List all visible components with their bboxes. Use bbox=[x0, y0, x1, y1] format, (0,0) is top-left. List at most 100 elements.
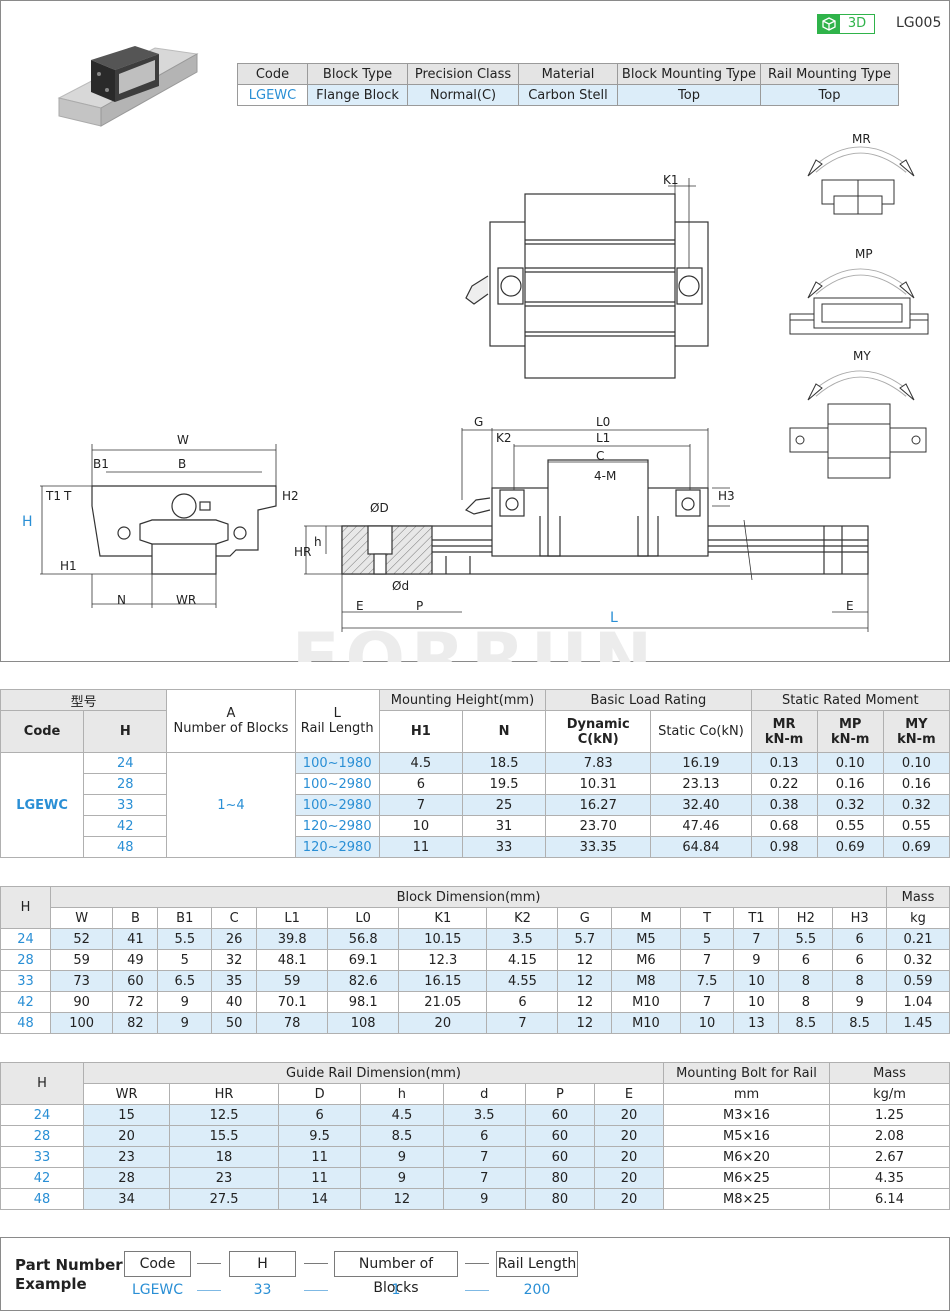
t3-mass-header: Mass bbox=[829, 1062, 950, 1084]
t2-col-header: M bbox=[611, 907, 681, 929]
t3-cell: 8.5 bbox=[360, 1125, 444, 1147]
t2-cell: 10 bbox=[733, 970, 780, 992]
pn-length-value: 200 bbox=[523, 1282, 551, 1298]
t2-cell: 0.59 bbox=[886, 970, 950, 992]
label-t1: T1 bbox=[45, 489, 61, 503]
t3-cell: 4.5 bbox=[360, 1104, 444, 1126]
label-od-big: ØD bbox=[370, 501, 389, 515]
part-number-example: Part Number Example Code H Number of Blo… bbox=[0, 1237, 950, 1311]
t3-cell: 34 bbox=[82, 1188, 171, 1210]
t1-blocks-value: 1~4 bbox=[166, 752, 296, 858]
t1-dynamic-header: Dynamic C(kN) bbox=[545, 710, 652, 753]
t3-cell: 3.5 bbox=[442, 1104, 526, 1126]
pn-value-dash bbox=[304, 1290, 328, 1291]
t2-cell: 49 bbox=[112, 949, 159, 971]
t2-cell: 1.45 bbox=[886, 1012, 950, 1034]
t3-cell: M6×20 bbox=[663, 1146, 830, 1168]
t3-h-cell: 48 bbox=[0, 1188, 84, 1210]
t3-cell: 15.5 bbox=[169, 1125, 279, 1147]
t3-cell: 80 bbox=[524, 1188, 595, 1210]
pn-blocks-box: Number of Blocks bbox=[334, 1251, 458, 1296]
t2-cell: 59 bbox=[256, 970, 329, 992]
t3-h-cell: 24 bbox=[0, 1104, 84, 1126]
t1-cell: 28 bbox=[83, 773, 168, 795]
t1-n-header: N bbox=[461, 710, 547, 753]
t2-group-header: Block Dimension(mm) bbox=[50, 886, 887, 908]
t2-cell: 90 bbox=[49, 991, 114, 1013]
t3-col-header: mm bbox=[663, 1083, 830, 1105]
t1-a-desc: Number of Blocks bbox=[173, 721, 289, 736]
t1-cell: 24 bbox=[83, 752, 168, 774]
t2-cell: 41 bbox=[112, 928, 159, 950]
t3-cell: M5×16 bbox=[663, 1125, 830, 1147]
header-block-mounting: Block Mounting Type bbox=[617, 63, 761, 85]
t1-code-value: LGEWC bbox=[0, 752, 85, 858]
t1-cell: 0.16 bbox=[882, 773, 950, 795]
t2-cell: 12.3 bbox=[398, 949, 488, 971]
t1-cell: 0.38 bbox=[750, 794, 818, 816]
t1-cell: 16.27 bbox=[545, 794, 652, 816]
t1-cell: 23.70 bbox=[545, 815, 652, 837]
t2-cell: 72 bbox=[112, 991, 159, 1013]
t3-cell: 6 bbox=[277, 1104, 362, 1126]
pn-h-value: 33 bbox=[253, 1282, 272, 1298]
t2-col-header: kg bbox=[886, 907, 950, 929]
t3-group-header: Guide Rail Dimension(mm) bbox=[83, 1062, 664, 1084]
t1-cell: 0.69 bbox=[882, 836, 950, 858]
t2-cell: 10 bbox=[679, 1012, 735, 1034]
value-material: Carbon Stell bbox=[518, 84, 618, 106]
table-row: 42 120~2980 10 31 23.70 47.46 0.68 0.55 … bbox=[1, 815, 950, 837]
t2-cell: 5.7 bbox=[557, 928, 613, 950]
t2-h-cell: 28 bbox=[0, 949, 51, 971]
t2-cell: 7 bbox=[679, 991, 735, 1013]
t2-cell: M5 bbox=[611, 928, 681, 950]
t1-cell: 0.10 bbox=[816, 752, 884, 774]
part-number-title: Part Number Example bbox=[15, 1256, 123, 1294]
table-row: 48 120~2980 11 33 33.35 64.84 0.98 0.69 … bbox=[1, 836, 950, 858]
t2-cell: 69.1 bbox=[327, 949, 400, 971]
t1-cell: 120~2980 bbox=[294, 836, 380, 858]
t1-cell: 33 bbox=[461, 836, 547, 858]
t2-cell: 78 bbox=[256, 1012, 329, 1034]
t3-cell: 20 bbox=[593, 1125, 665, 1147]
t3-cell: 23 bbox=[169, 1167, 279, 1189]
t1-cell: 33 bbox=[83, 794, 168, 816]
t2-cell: 98.1 bbox=[327, 991, 400, 1013]
t3-col-header: D bbox=[277, 1083, 362, 1105]
3d-view-button[interactable]: 3D bbox=[817, 14, 875, 34]
pn-h-box: H bbox=[229, 1251, 296, 1277]
t2-cell: 9 bbox=[157, 1012, 213, 1034]
t3-cell: 20 bbox=[593, 1104, 665, 1126]
label-hr: HR bbox=[294, 545, 311, 559]
label-l0: L0 bbox=[596, 415, 610, 429]
top-view bbox=[465, 178, 709, 379]
t3-cell: 18 bbox=[169, 1146, 279, 1168]
label-l1: L1 bbox=[596, 431, 610, 445]
t2-cell: M8 bbox=[611, 970, 681, 992]
t1-cell: 11 bbox=[378, 836, 463, 858]
t3-cell: 6.14 bbox=[829, 1188, 950, 1210]
t3-cell: 28 bbox=[82, 1167, 171, 1189]
t2-cell: 6.5 bbox=[157, 970, 213, 992]
t2-cell: 10 bbox=[733, 991, 780, 1013]
pn-value-dash bbox=[197, 1290, 221, 1291]
t1-static-header: Static Co(kN) bbox=[650, 710, 752, 753]
t1-cell: 32.40 bbox=[650, 794, 752, 816]
t1-cell: 47.46 bbox=[650, 815, 752, 837]
t3-cell: 23 bbox=[82, 1146, 171, 1168]
label-mr: MR bbox=[852, 132, 871, 146]
t2-cell: 21.05 bbox=[398, 991, 488, 1013]
t3-cell: 1.25 bbox=[829, 1104, 950, 1126]
watermark-text: FORRUN bbox=[292, 618, 659, 662]
label-mp: MP bbox=[855, 247, 873, 261]
t1-cell: 100~1980 bbox=[294, 752, 380, 774]
t2-cell: 9 bbox=[157, 991, 213, 1013]
t1-cell: 0.98 bbox=[750, 836, 818, 858]
3d-label: 3D bbox=[847, 16, 867, 31]
t1-cell: 31 bbox=[461, 815, 547, 837]
label-e-right: E bbox=[846, 599, 854, 613]
t1-code-header: Code bbox=[0, 710, 85, 753]
t2-cell: 35 bbox=[211, 970, 258, 992]
